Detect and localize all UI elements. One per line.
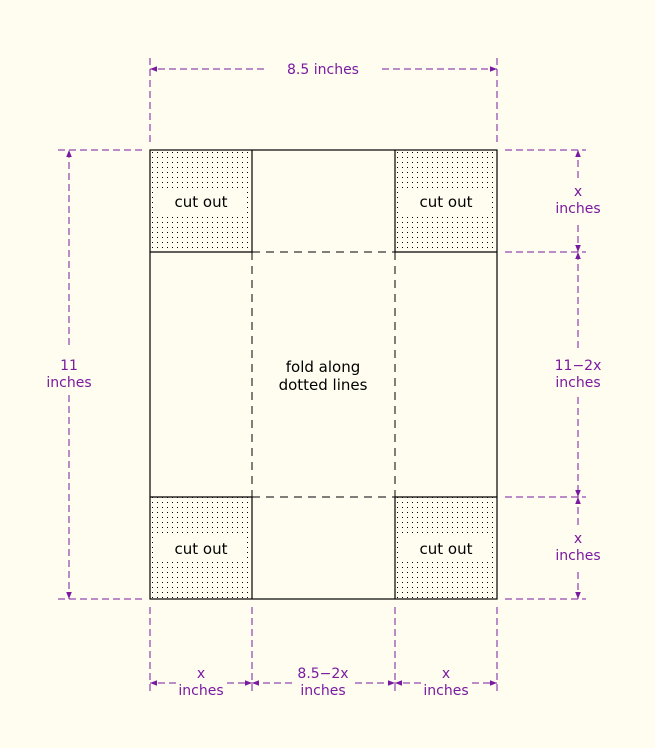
fold-instruction-line1: fold along bbox=[286, 358, 360, 376]
width-label: 8.5 inches bbox=[287, 62, 359, 78]
fold-lines bbox=[251, 251, 396, 498]
corner-width-x: x bbox=[197, 666, 205, 682]
corner-height-unit: inches bbox=[555, 548, 600, 564]
cut-out-label: cut out bbox=[420, 540, 473, 558]
height-dimension: 11 inches bbox=[46, 149, 142, 600]
corner-height-x: x bbox=[574, 184, 582, 200]
cut-out-label: cut out bbox=[175, 540, 228, 558]
fold-instruction-line2: dotted lines bbox=[279, 376, 368, 394]
height-value: 11 bbox=[60, 358, 78, 374]
middle-width-unit: inches bbox=[300, 683, 345, 699]
right-dimensions: x inches 11−2x inches x inches bbox=[505, 149, 602, 600]
middle-height-unit: inches bbox=[555, 375, 600, 391]
middle-width-label: 8.5−2x bbox=[297, 666, 348, 682]
corner-width-unit: inches bbox=[178, 683, 223, 699]
width-dimension: 8.5 inches bbox=[149, 58, 498, 142]
cut-out-label: cut out bbox=[175, 193, 228, 211]
corner-height-x: x bbox=[574, 531, 582, 547]
corner-height-unit: inches bbox=[555, 201, 600, 217]
paper-outline bbox=[149, 149, 498, 600]
bottom-dimensions: x inches 8.5−2x inches x inches bbox=[149, 607, 498, 699]
cut-out-corners bbox=[150, 150, 497, 599]
height-unit: inches bbox=[46, 375, 91, 391]
corner-width-x: x bbox=[442, 666, 450, 682]
middle-height-label: 11−2x bbox=[555, 358, 602, 374]
cut-out-label: cut out bbox=[420, 193, 473, 211]
corner-width-unit: inches bbox=[423, 683, 468, 699]
